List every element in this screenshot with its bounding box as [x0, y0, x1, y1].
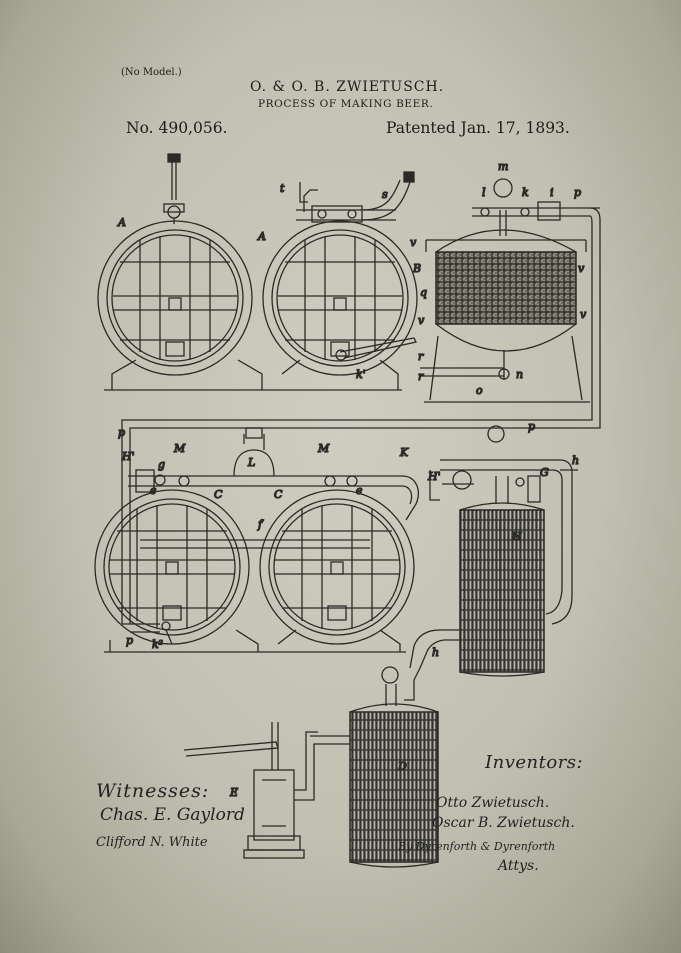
label-g: g	[158, 458, 165, 471]
witness-1-signature: Chas. E. Gaylord	[100, 805, 245, 825]
tank-B	[420, 178, 601, 414]
label-A-right: A	[257, 230, 266, 243]
label-v-3: v	[580, 308, 587, 321]
top-cask-left	[97, 220, 253, 376]
label-p-bottom: p	[126, 634, 133, 647]
pipe-p	[121, 414, 601, 624]
pump-E	[183, 722, 318, 859]
label-K: K	[399, 446, 409, 459]
attorneys-signature: By Dyrenforth & Dyrenforth	[398, 840, 556, 853]
label-h-bottom: h	[432, 646, 439, 659]
label-B: B	[412, 262, 421, 275]
label-r-1: r	[418, 350, 424, 363]
top-fittings	[163, 153, 417, 361]
label-v-2: v	[578, 262, 585, 275]
inventor-names: O. & O. B. ZWIETUSCH.	[250, 79, 445, 95]
label-p-right: p	[528, 420, 535, 433]
inventor-2-signature: Oscar B. Zwietusch.	[432, 815, 575, 831]
patent-title: PROCESS OF MAKING BEER.	[258, 98, 434, 110]
patent-number: No. 490,056.	[126, 119, 228, 137]
label-l: l	[482, 186, 486, 199]
label-t: t	[280, 182, 285, 195]
label-e-right: e	[356, 484, 363, 497]
attys-label: Attys.	[498, 858, 539, 874]
label-h-top: h	[572, 454, 579, 467]
tank-D	[310, 666, 439, 868]
label-n: n	[516, 368, 523, 381]
label-H-prime-left: H'	[121, 450, 135, 463]
label-f: f	[257, 518, 264, 531]
label-s: s	[382, 188, 388, 201]
top-cask-right	[262, 220, 418, 376]
tank-H	[409, 425, 578, 677]
label-p-top: p	[574, 186, 581, 199]
label-k-prime: k'	[356, 368, 366, 381]
pipe-f	[140, 539, 370, 549]
witnesses-heading: Witnesses:	[96, 780, 210, 802]
label-e-left: e	[150, 484, 157, 497]
label-m: m	[498, 160, 508, 173]
label-r-2: r	[418, 370, 424, 383]
label-i: i	[550, 186, 554, 199]
middle-cask-stand	[104, 629, 406, 653]
label-v-1: v	[410, 236, 417, 249]
label-H: H	[511, 530, 522, 543]
label-p-left: p	[118, 426, 125, 439]
no-model-note: (No Model.)	[121, 67, 182, 78]
label-M-right: M	[317, 442, 330, 455]
label-o: o	[476, 384, 483, 397]
label-H-prime-right: H'	[427, 470, 441, 483]
middle-cask-left	[94, 489, 250, 645]
label-C-right: C	[274, 488, 283, 501]
middle-fittings	[122, 427, 419, 645]
witness-2-signature: Clifford N. White	[96, 835, 208, 850]
label-M-left: M	[173, 442, 186, 455]
label-k: k	[522, 186, 529, 199]
label-C-left: C	[214, 488, 223, 501]
top-cask-stand	[104, 359, 402, 391]
label-L: L	[247, 456, 255, 469]
label-G: G	[540, 466, 549, 479]
label-D: D	[397, 760, 407, 773]
label-E: E	[229, 786, 238, 799]
middle-cask-right	[259, 489, 415, 645]
label-q: q	[420, 286, 427, 299]
label-v-4: v	[418, 314, 425, 327]
patent-date: Patented Jan. 17, 1893.	[386, 119, 570, 137]
inventor-1-signature: Otto Zwietusch.	[436, 795, 550, 811]
label-k2: k²	[152, 638, 163, 651]
inventors-heading: Inventors:	[485, 752, 584, 773]
label-A-left: A	[117, 216, 126, 229]
